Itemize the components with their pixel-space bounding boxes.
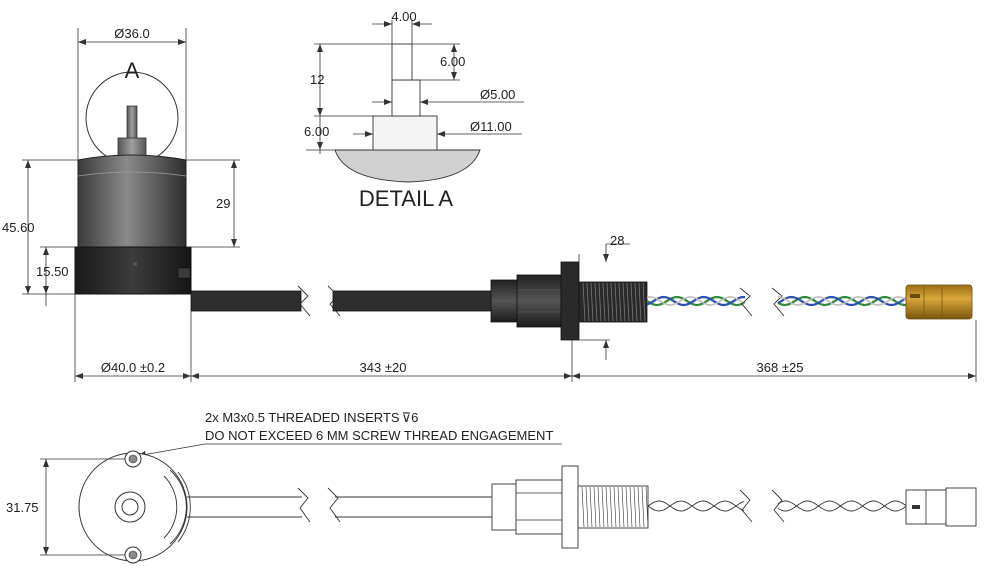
gland-outline-flange <box>561 465 579 549</box>
thread-groove <box>609 486 613 528</box>
thread-groove <box>641 486 645 528</box>
note-line-2: DO NOT EXCEED 6 MM SCREW THREAD ENGAGEME… <box>205 428 553 443</box>
thread-groove <box>590 282 594 322</box>
sensor-side-view: A <box>74 58 973 341</box>
thread-groove <box>626 282 630 322</box>
detail-flat-height: 6.00 <box>440 54 465 69</box>
gland-flange <box>560 261 580 341</box>
cable-gland-nut <box>490 279 518 323</box>
thread-groove <box>597 486 601 528</box>
shaft-boss <box>117 137 147 157</box>
cable-segment-2 <box>332 290 494 312</box>
side-view-dimensions: Ø36.0 45.60 15.50 29 28 Ø <box>2 26 977 382</box>
thread-groove <box>585 486 589 528</box>
shaft <box>126 105 138 141</box>
thread-groove <box>594 282 598 322</box>
detail-shaft-diameter: Ø5.00 <box>480 87 515 102</box>
sensor-body <box>77 154 187 248</box>
dim-gland-thread: 28 <box>610 233 624 248</box>
thread-groove <box>589 486 593 528</box>
thread-groove <box>617 486 621 528</box>
twisted-wires-1 <box>646 295 746 307</box>
dim-base-height: 15.50 <box>36 264 69 279</box>
dim-mount-spacing: 31.75 <box>6 500 39 515</box>
thread-groove <box>610 282 614 322</box>
thread-groove <box>633 486 637 528</box>
detail-shaft-flat <box>391 43 413 81</box>
thread-groove <box>614 282 618 322</box>
bottom-view: 2x M3x0.5 THREADED INSERTS⊽6 DO NOT EXCE… <box>6 410 977 564</box>
detail-title: DETAIL A <box>359 186 453 211</box>
thread-groove <box>581 486 585 528</box>
thread-groove <box>625 486 629 528</box>
thread-groove <box>645 486 649 528</box>
thread-groove <box>586 282 590 322</box>
thread-groove <box>634 282 638 322</box>
detail-boss-height: 6.00 <box>304 124 329 139</box>
thread-groove <box>621 486 625 528</box>
gland-outline-nut <box>491 483 517 531</box>
detail-shaft-round <box>391 79 421 117</box>
detail-a-view: DETAIL A 4.00 12 6.00 Ø5.00 6.00 <box>304 9 524 211</box>
cable-segment-1 <box>190 290 302 312</box>
connector-gold <box>905 284 973 320</box>
thread-groove <box>613 486 617 528</box>
thread-groove <box>598 282 602 322</box>
threaded-insert-top <box>124 450 142 468</box>
dim-top-diameter: Ø36.0 <box>114 26 149 41</box>
thread-groove <box>637 486 641 528</box>
detail-shaft-height: 12 <box>310 72 324 87</box>
dim-cable-length-2: 368 ±25 <box>757 360 804 375</box>
detail-boss-diameter: Ø11.00 <box>470 119 512 134</box>
dim-overall-height: 45.60 <box>2 220 35 235</box>
detail-a-label: A <box>125 58 140 83</box>
threaded-insert-bottom <box>124 546 142 564</box>
detail-dome <box>334 149 481 183</box>
gland-outline-thread <box>577 485 649 529</box>
dim-body-height: 29 <box>216 196 230 211</box>
thread-groove <box>605 486 609 528</box>
detail-boss <box>372 115 438 151</box>
thread-groove <box>630 282 634 322</box>
dim-cable-length-1: 343 ±20 <box>360 360 407 375</box>
dim-base-diameter: Ø40.0 ±0.2 <box>101 360 165 375</box>
detail-shaft-width: 4.00 <box>391 9 416 24</box>
thread-groove <box>618 282 622 322</box>
thread-groove <box>642 282 646 322</box>
thread-groove <box>601 486 605 528</box>
note-line-1: 2x M3x0.5 THREADED INSERTS⊽6 <box>205 410 418 425</box>
thread-groove <box>622 282 626 322</box>
twisted-wires-2 <box>777 295 907 307</box>
thread-groove <box>629 486 633 528</box>
thread-groove <box>602 282 606 322</box>
thread-groove <box>593 486 597 528</box>
thread-groove <box>582 282 586 322</box>
thread-groove <box>638 282 642 322</box>
sensor-base <box>74 246 192 295</box>
thread-groove <box>606 282 610 322</box>
